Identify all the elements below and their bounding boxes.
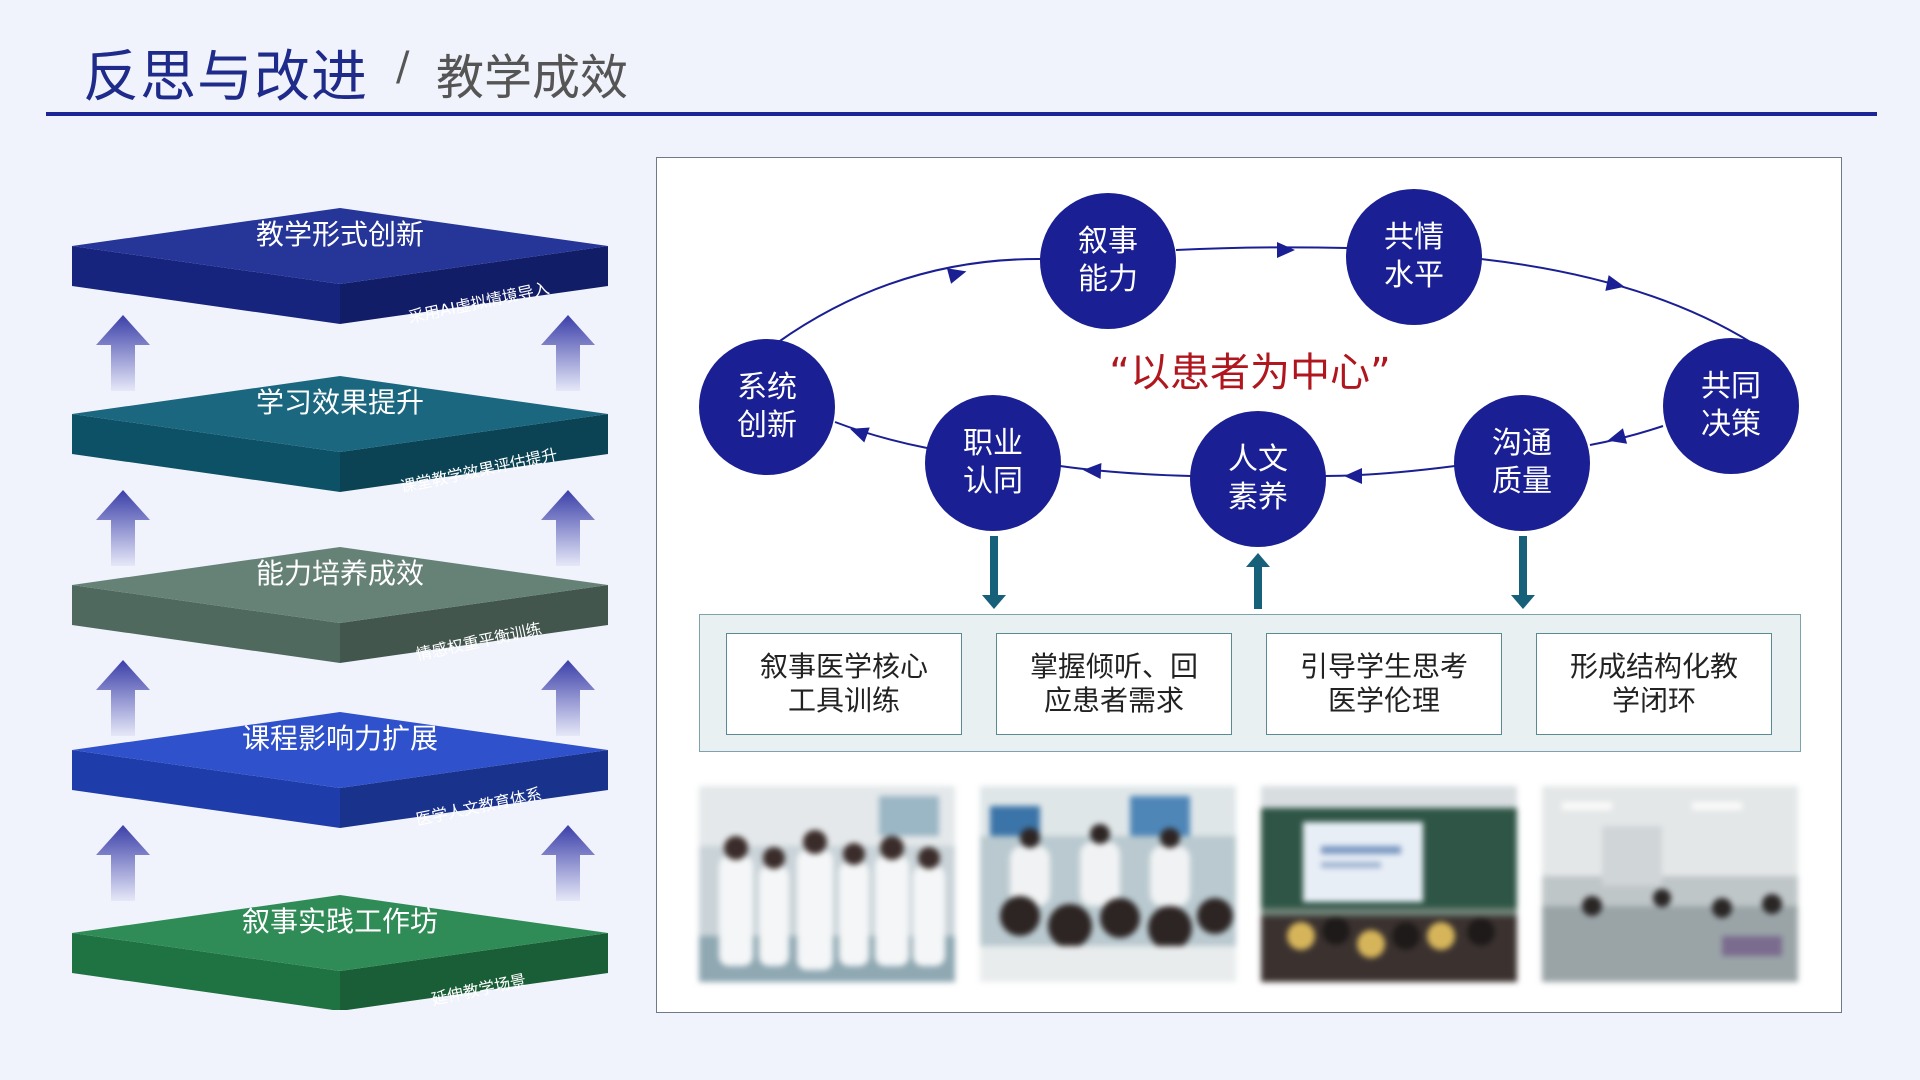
arc-innovation-narrative [776, 257, 1042, 344]
up-arrow-humanities [1246, 553, 1270, 609]
group-of-students-in-white-coats-icon [699, 786, 955, 982]
header: 反思与改进 / 教学成效 [0, 0, 1920, 120]
page-subtitle: 教学成效 [436, 50, 629, 106]
flow-arrow-icon [1607, 428, 1628, 444]
node-decision: 共同 决策 [1663, 338, 1799, 474]
title-separator: / [396, 44, 410, 90]
practice-outcomes-row: 叙事医学核心 工具训练 掌握倾听、回 应患者需求 引导学生思考 医学伦理 形成结… [699, 614, 1801, 752]
down-arrow-identity [982, 536, 1006, 609]
stack-layer-title: 叙事实践工作坊 [242, 905, 438, 938]
outcome-box-tools: 叙事医学核心 工具训练 [726, 633, 962, 735]
title-underline [46, 112, 1877, 116]
photo-workshop [980, 786, 1236, 982]
classroom-with-projector-icon [1261, 786, 1517, 982]
node-identity: 职业 认同 [925, 395, 1061, 531]
cycle-diagram [776, 242, 1753, 609]
cycle-panel: “以患者为中心” 叙事 能力 共情 水平 共同 决策 沟通 质量 人文 素养 职… [656, 157, 1842, 1013]
photo-classroom [1542, 786, 1798, 982]
up-arrow-icon [96, 825, 150, 901]
node-empathy: 共情 水平 [1346, 189, 1482, 325]
arc-empathy-decision [1480, 258, 1753, 344]
patient-centered-label: “以患者为中心” [1109, 350, 1391, 396]
effect-layer-stack: 教学形式创新采用AI虚拟情境导入学习效果提升课堂教学效果评估提升能力培养成效情感… [0, 150, 640, 1010]
flow-arrow-icon [1277, 242, 1295, 258]
flow-arrow-icon [946, 268, 967, 284]
arc-identity-innovation [834, 421, 928, 449]
page-title: 反思与改进 [83, 45, 368, 110]
up-arrow-icon [541, 490, 595, 566]
photo-ward-round [699, 786, 955, 982]
flow-arrow-icon [850, 427, 870, 443]
up-arrow-icon [96, 660, 150, 736]
classroom-discussion-icon [1542, 786, 1798, 982]
up-arrow-icon [96, 490, 150, 566]
node-innovation: 系统 创新 [699, 339, 835, 475]
flow-arrow-icon [1344, 468, 1362, 484]
layer-stack-graphic: 教学形式创新采用AI虚拟情境导入学习效果提升课堂教学效果评估提升能力培养成效情感… [72, 208, 608, 1010]
photo-lecture [1261, 786, 1517, 982]
arc-decision-communication [1589, 425, 1664, 446]
arc-narrative-empathy [1175, 246, 1348, 251]
outcome-box-listening: 掌握倾听、回 应患者需求 [996, 633, 1232, 735]
stack-layer-title: 能力培养成效 [256, 557, 424, 590]
up-arrow-icon [541, 825, 595, 901]
outcome-box-ethics: 引导学生思考 医学伦理 [1266, 633, 1502, 735]
arc-humanities-identity [1059, 465, 1192, 477]
down-arrow-communication [1511, 536, 1535, 609]
stack-layer-title: 课程影响力扩展 [242, 722, 438, 755]
stack-layer-title: 教学形式创新 [256, 218, 424, 251]
flow-arrow-icon [1605, 275, 1625, 291]
flow-arrow-icon [1083, 463, 1102, 479]
up-arrow-icon [541, 315, 595, 391]
stack-layer-title: 学习效果提升 [256, 386, 424, 419]
students-seated-in-workshop-icon [980, 786, 1236, 982]
up-arrow-icon [96, 315, 150, 391]
up-arrow-icon [541, 660, 595, 736]
node-narrative: 叙事 能力 [1040, 193, 1176, 329]
arc-communication-humanities [1324, 465, 1456, 477]
outcome-box-closed-loop: 形成结构化教 学闭环 [1536, 633, 1772, 735]
node-communication: 沟通 质量 [1454, 395, 1590, 531]
node-humanities: 人文 素养 [1190, 411, 1326, 547]
